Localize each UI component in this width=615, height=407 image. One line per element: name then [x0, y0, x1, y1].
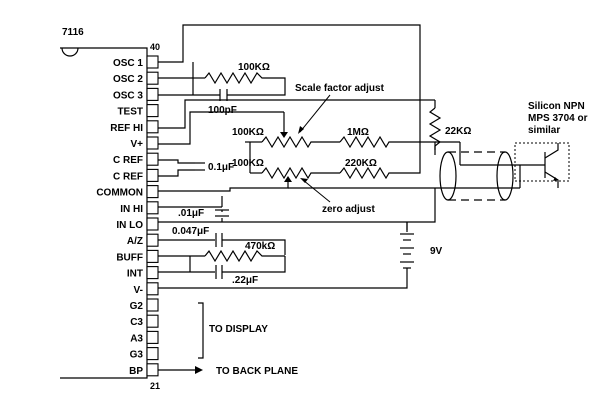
pin-box — [146, 330, 159, 344]
chip-name: 7116 — [62, 27, 84, 38]
scale-arrow-head — [298, 126, 304, 134]
to-backplane-label: TO BACK PLANE — [216, 366, 298, 377]
pin-label: A/Z — [127, 236, 143, 247]
pin-box — [146, 282, 159, 296]
pin-label: IN LO — [116, 220, 143, 231]
pin-box — [146, 217, 159, 231]
capacitor-cref: 0.1μF — [195, 162, 234, 173]
scale-factor-label: Scale factor adjust — [295, 83, 385, 94]
pin-label: A3 — [130, 333, 143, 344]
pin-label: REF HI — [110, 123, 143, 134]
pin-box — [146, 87, 159, 101]
pin-label: C REF — [113, 155, 143, 166]
capacitor-az: 0.047μF — [172, 226, 223, 247]
pin-label: OSC 1 — [113, 58, 143, 69]
transistor-npn: Silicon NPN MPS 3704 or similar — [514, 101, 588, 188]
battery-label: 9V — [430, 246, 443, 257]
resistor-1m: 1MΩ — [339, 127, 395, 149]
zero-adjust-label: zero adjust — [322, 204, 375, 215]
capacitor-cref-label: 0.1μF — [208, 162, 234, 173]
arrow-right-icon — [195, 366, 203, 374]
potentiometer-zero: 100KΩ — [232, 158, 315, 182]
resistor-osc-label: 100KΩ — [238, 62, 270, 73]
zero-arrow-head — [300, 178, 308, 183]
pin-label: BUFF — [116, 252, 143, 263]
resistor-470k: 470kΩ — [204, 241, 275, 263]
pin-label: C REF — [113, 171, 143, 182]
pin-box — [146, 185, 159, 199]
pin-box — [146, 104, 159, 118]
pin-box — [146, 71, 159, 85]
pin-label: V- — [134, 285, 143, 296]
to-display-label: TO DISPLAY — [209, 324, 268, 335]
transistor-line2: MPS 3704 or — [528, 113, 588, 124]
pin-box — [146, 298, 159, 312]
pin-box — [146, 233, 159, 247]
potentiometer-scale: 100KΩ — [232, 127, 315, 149]
pin-box — [146, 201, 159, 215]
display-outputs: TO DISPLAY TO BACK PLANE — [158, 302, 298, 377]
pin-label: IN HI — [120, 204, 143, 215]
pin-40-number: 40 — [150, 42, 160, 52]
capacitor-input-label: .01μF — [178, 208, 204, 219]
scale-arrow — [299, 94, 331, 133]
battery-9v: 9V — [400, 233, 443, 278]
resistor-22k-label: 22KΩ — [445, 126, 471, 137]
wiring — [158, 24, 520, 289]
pot-scale-label: 100KΩ — [232, 127, 264, 138]
pin-box — [146, 55, 159, 69]
pin-box — [146, 168, 159, 182]
pin-label: G3 — [130, 350, 144, 361]
resistor-osc: 100KΩ — [204, 62, 270, 85]
pin-box — [146, 347, 159, 361]
resistor-220k-label: 220KΩ — [345, 158, 377, 169]
shielded-cable — [439, 142, 520, 201]
pin-label: TEST — [117, 107, 143, 118]
pin-box — [146, 152, 159, 166]
pin-label: OSC 3 — [113, 90, 143, 101]
capacitor-az-label: 0.047μF — [172, 226, 209, 237]
pin-box — [146, 363, 159, 377]
pin-label: G2 — [130, 301, 144, 312]
capacitor-osc: 100pF — [208, 89, 237, 116]
pin-label: OSC 2 — [113, 74, 143, 85]
pin-box — [146, 266, 159, 280]
capacitor-osc-label: 100pF — [208, 105, 237, 116]
pin-label: COMMON — [96, 188, 143, 199]
pot-zero-label: 100KΩ — [232, 158, 264, 169]
ic-chip: 7116 40 21 OSC 1 OSC 2 OSC 3 TEST REF HI V+ C … — [60, 27, 160, 391]
pin-label: INT — [127, 269, 143, 280]
ic-notch — [61, 47, 79, 57]
pin-21-number: 21 — [150, 381, 160, 391]
resistor-470k-label: 470kΩ — [245, 241, 275, 252]
pin-box — [146, 136, 159, 150]
pin-box — [146, 249, 159, 263]
capacitor-int-label: .22μF — [232, 275, 258, 286]
capacitor-input: .01μF — [178, 208, 229, 219]
resistor-22k: 22KΩ — [428, 107, 471, 150]
transistor-line1: Silicon NPN — [528, 101, 585, 112]
pin-box — [146, 314, 159, 328]
resistor-1m-label: 1MΩ — [347, 127, 369, 138]
pin-label: BP — [129, 366, 143, 377]
transistor-line3: similar — [528, 125, 560, 136]
resistor-220k: 220KΩ — [339, 158, 395, 180]
pin-label: C3 — [130, 317, 143, 328]
capacitor-int: .22μF — [215, 265, 258, 286]
pin-box — [146, 120, 159, 134]
zero-arrow — [302, 179, 331, 203]
pin-label: V+ — [130, 139, 143, 150]
ic-pins: OSC 1 OSC 2 OSC 3 TEST REF HI V+ C REF C REF COM… — [96, 55, 159, 377]
